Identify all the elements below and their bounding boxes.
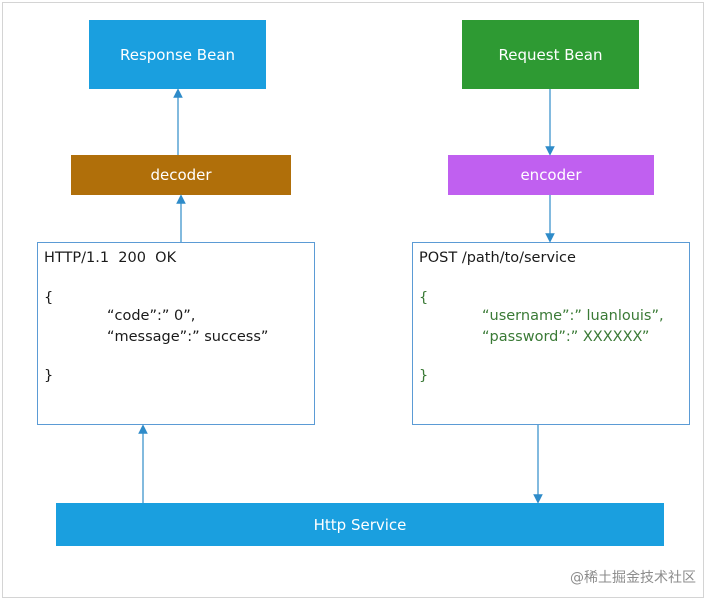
response-bean-box: Response Bean: [89, 20, 266, 89]
request-close-brace: }: [419, 368, 429, 384]
request-bean-box: Request Bean: [462, 20, 639, 89]
encoder-label: encoder: [520, 166, 582, 184]
response-close-brace: }: [44, 368, 54, 384]
decoder-label: decoder: [150, 166, 212, 184]
decoder-box: decoder: [71, 155, 291, 195]
watermark-text: @稀土掘金技术社区: [570, 570, 696, 586]
http-service-box: Http Service: [56, 503, 664, 546]
response-open-brace: {: [44, 290, 54, 306]
http-request-panel: POST /path/to/service { “username”:” lua…: [412, 242, 690, 425]
http-service-label: Http Service: [313, 515, 407, 534]
response-bean-label: Response Bean: [119, 45, 236, 64]
http-response-panel: HTTP/1.1 200 OK { “code”:” 0”, “message”…: [37, 242, 315, 425]
response-json-line-code: “code”:” 0”,: [107, 308, 196, 324]
request-open-brace: {: [419, 290, 429, 306]
encoder-box: encoder: [448, 155, 654, 195]
watermark: @稀土掘金技术社区: [570, 567, 696, 587]
response-status-line: HTTP/1.1 200 OK: [44, 250, 177, 266]
response-json-line-message: “message”:” success”: [107, 329, 269, 345]
request-json-line-username: “username”:” luanlouis”,: [482, 308, 664, 324]
request-json-line-password: “password”:” XXXXXX”: [482, 329, 650, 345]
request-bean-label: Request Bean: [498, 45, 603, 64]
request-line: POST /path/to/service: [419, 250, 576, 266]
